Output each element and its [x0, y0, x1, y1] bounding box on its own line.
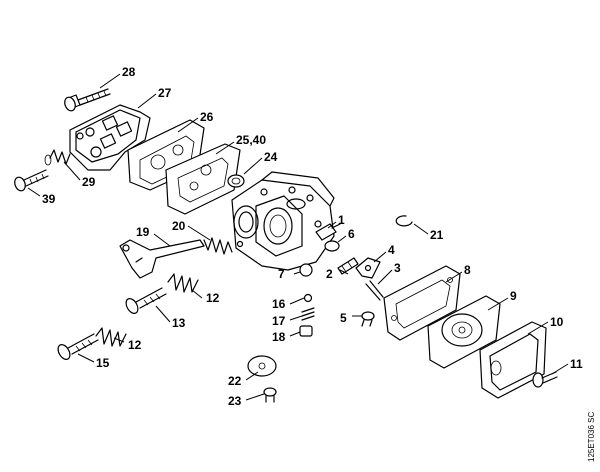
part-13-adjusting-screw: [125, 287, 167, 314]
part-22-disc: [247, 355, 277, 377]
part-3-pin: [365, 280, 384, 301]
callout-labels: 28 27 26 25,40 24 29 39 1 6 21 20 19 4 2…: [42, 65, 583, 408]
part-18-sleeve: [299, 325, 313, 337]
callout-5: 5: [340, 311, 347, 325]
part-29-spring: [44, 149, 71, 166]
callout-18: 18: [272, 330, 286, 344]
part-8-gasket: [383, 265, 461, 341]
callout-9: 9: [510, 289, 517, 303]
part-4-lever: [355, 257, 381, 279]
part-25-40-diaphragm: [165, 143, 241, 215]
callout-11: 11: [570, 357, 583, 371]
part-11-screw: [532, 371, 558, 388]
part-15-adjusting-screw: [57, 333, 99, 360]
callout-7: 7: [278, 267, 285, 281]
callout-28: 28: [122, 65, 136, 79]
callout-25-40: 25,40: [236, 133, 266, 147]
callout-12-lower: 12: [128, 338, 142, 352]
callout-15: 15: [96, 356, 110, 370]
part-16-ball: [303, 293, 313, 303]
part-28-screw: [64, 88, 111, 112]
callout-3: 3: [394, 261, 401, 275]
part-17-spring: [301, 307, 315, 321]
callout-29: 29: [82, 175, 96, 189]
part-20-spring: [203, 237, 233, 255]
callout-6: 6: [348, 227, 355, 241]
callout-23: 23: [228, 394, 242, 408]
callout-16: 16: [272, 297, 286, 311]
callout-12-upper: 12: [206, 291, 220, 305]
drawing-code: 125ET036 SC: [587, 412, 596, 462]
part-27-pump-cover: [69, 104, 151, 171]
callout-22: 22: [228, 374, 242, 388]
part-12-spring-upper: [167, 273, 199, 293]
callout-13: 13: [172, 316, 186, 330]
part-2-screw: [337, 257, 359, 275]
part-23-screw: [263, 387, 277, 403]
part-24-strainer: [227, 174, 245, 188]
carburetor-body: [231, 171, 335, 271]
part-19-throttle-shaft: [119, 239, 205, 279]
callout-8: 8: [464, 263, 471, 277]
leader-lines: [27, 73, 569, 401]
callout-39: 39: [42, 192, 56, 206]
part-1-fitting: [315, 223, 341, 241]
callout-17: 17: [272, 314, 286, 328]
callout-26: 26: [200, 110, 214, 124]
callout-4: 4: [388, 243, 395, 257]
part-5-screw: [361, 311, 375, 327]
part-39-screw: [14, 169, 49, 192]
callout-1: 1: [338, 213, 345, 227]
part-10-end-cover: [479, 321, 547, 399]
callout-10: 10: [550, 315, 564, 329]
callout-24: 24: [264, 150, 278, 164]
part-6-plug: [324, 240, 340, 252]
callout-27: 27: [158, 86, 172, 100]
callout-2: 2: [326, 267, 333, 281]
part-9-diaphragm: [427, 295, 501, 369]
callout-21: 21: [430, 228, 444, 242]
part-7-washer: [299, 263, 313, 277]
callout-20: 20: [172, 219, 186, 233]
callout-19: 19: [136, 225, 150, 239]
part-12-spring-lower: [95, 327, 127, 347]
part-21-circlip: [395, 215, 413, 227]
